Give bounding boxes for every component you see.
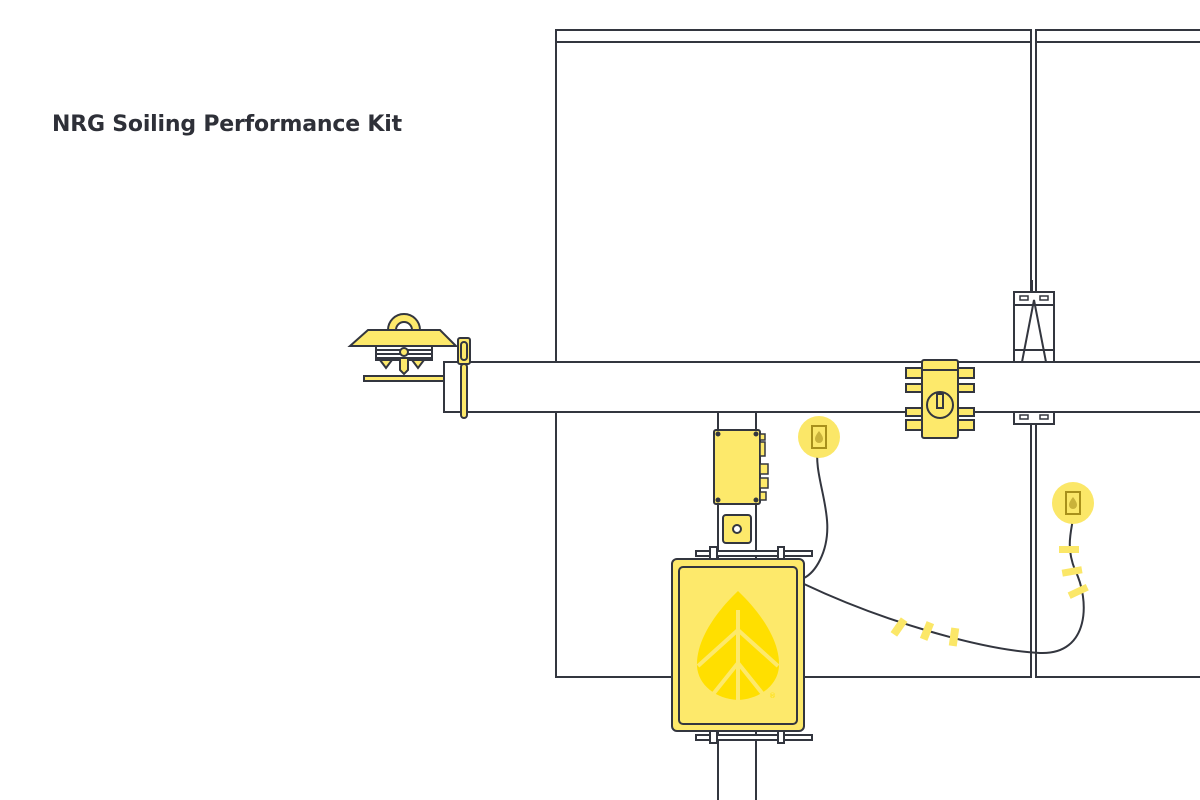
solar-panel-right bbox=[1035, 29, 1200, 678]
page-title: NRG Soiling Performance Kit bbox=[52, 112, 402, 137]
pyranometer-icon bbox=[347, 313, 459, 382]
sensor-cable-1 bbox=[803, 445, 829, 579]
enclosure-bracket-bottom bbox=[695, 730, 813, 744]
back-sensor-2-icon bbox=[1052, 482, 1094, 524]
temperature-sensor-icon bbox=[457, 337, 471, 419]
enclosure-bracket-top bbox=[695, 546, 813, 560]
crossbar-beam bbox=[443, 361, 1200, 413]
logger-enclosure: ® bbox=[671, 558, 805, 732]
rail-mount-bracket bbox=[1013, 280, 1055, 425]
junction-box-icon bbox=[713, 429, 769, 544]
cable-tape-marks bbox=[890, 546, 1089, 647]
registered-mark: ® bbox=[769, 692, 776, 700]
nrg-leaf-logo-icon: ® bbox=[696, 591, 780, 702]
back-sensor-1-icon bbox=[798, 416, 840, 458]
clamp-sensor-icon bbox=[905, 359, 975, 439]
